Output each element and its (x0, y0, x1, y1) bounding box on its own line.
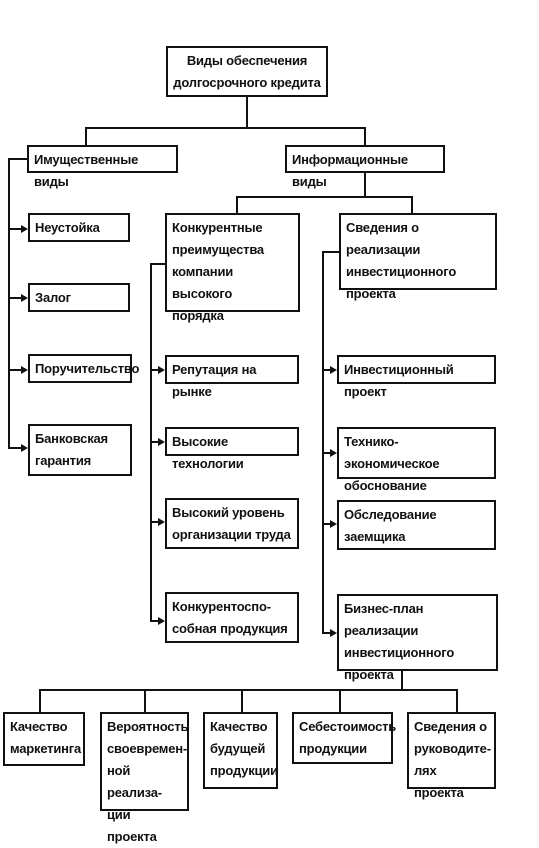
property-types-node: Имущественные виды (27, 145, 178, 189)
informational-types-node: Информационные виды (285, 145, 445, 189)
competitive-advantages-node: Конкурентные преимущества компании высок… (165, 213, 300, 323)
bank-guarantee-node: Банковская гарантия (28, 424, 132, 476)
connector (364, 173, 366, 197)
connector (150, 441, 159, 443)
arrow-icon (330, 520, 337, 528)
root-node: Виды обеспечения долгосрочного кредита (166, 46, 328, 97)
connector (322, 632, 331, 634)
connector (401, 670, 403, 690)
timely-realization-node: Вероятность своевремен- ной реализа- ции… (100, 712, 189, 844)
connector (322, 369, 331, 371)
connector (8, 158, 10, 448)
arrow-icon (21, 366, 28, 374)
connector (85, 127, 87, 145)
investment-project-node: Инвестиционный проект (337, 355, 496, 399)
arrow-icon (158, 518, 165, 526)
market-reputation-node: Репутация на рынке (165, 355, 299, 399)
connector (322, 251, 340, 253)
connector (150, 620, 159, 622)
connector (150, 263, 165, 265)
pledge-node: Залог (28, 283, 130, 312)
competitive-product-node: Конкурентоспо- собная продукция (165, 592, 299, 643)
connector (456, 689, 458, 713)
connector (236, 196, 412, 198)
arrow-icon (21, 294, 28, 302)
arrow-icon (330, 449, 337, 457)
feasibility-study-node: Технико-экономическое обоснование (337, 427, 496, 493)
connector (8, 158, 28, 160)
connector (85, 127, 365, 129)
arrow-icon (330, 629, 337, 637)
connector (241, 689, 243, 713)
borrower-survey-node: Обследование заемщика (337, 500, 496, 550)
arrow-icon (330, 366, 337, 374)
business-plan-node: Бизнес-план реализации инвестиционного п… (337, 594, 498, 682)
marketing-quality-node: Качество маркетинга (3, 712, 85, 766)
penalty-node: Неустойка (28, 213, 130, 242)
connector (150, 369, 159, 371)
connector (246, 96, 248, 128)
connector (8, 228, 22, 230)
project-managers-node: Сведения о руководите- лях проекта (407, 712, 496, 800)
connector (339, 689, 341, 713)
connector (39, 689, 41, 713)
connector (39, 689, 457, 691)
product-quality-node: Качество будущей продукции (203, 712, 278, 789)
connector (411, 196, 413, 214)
arrow-icon (158, 617, 165, 625)
arrow-icon (21, 444, 28, 452)
labor-organization-node: Высокий уровень организации труда (165, 498, 299, 549)
arrow-icon (158, 366, 165, 374)
connector (322, 523, 331, 525)
connector (322, 452, 331, 454)
connector (322, 251, 324, 633)
production-cost-node: Себестоимость продукции (292, 712, 396, 764)
connector (8, 447, 22, 449)
connector (236, 196, 238, 214)
connector (150, 521, 159, 523)
arrow-icon (158, 438, 165, 446)
connector (8, 297, 22, 299)
connector (144, 689, 146, 713)
connector (364, 127, 366, 145)
arrow-icon (21, 225, 28, 233)
high-tech-node: Высокие технологии (165, 427, 299, 471)
guarantee-node: Поручительство (28, 354, 139, 383)
project-info-node: Сведения о реализации инвестиционного пр… (339, 213, 497, 301)
connector (8, 369, 22, 371)
